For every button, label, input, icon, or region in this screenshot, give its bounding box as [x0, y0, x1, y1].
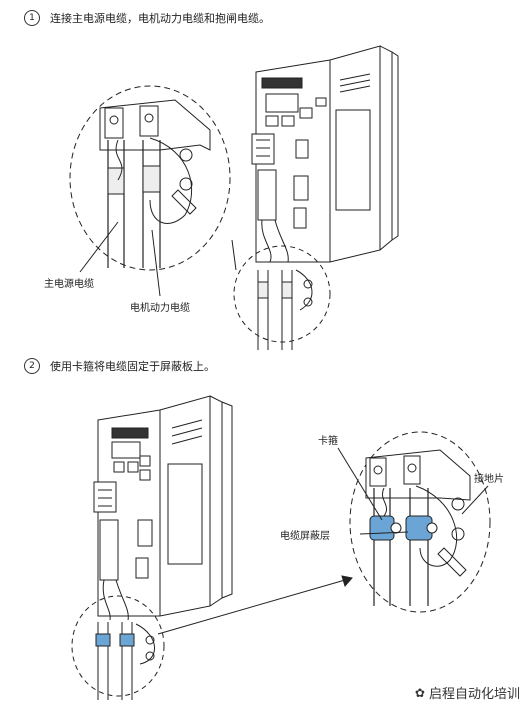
watermark-text: 启程自动化培训	[428, 687, 520, 702]
step-1-number: 1	[24, 10, 40, 26]
clamp-label: 卡箍	[318, 436, 338, 447]
step-2-text: 使用卡箍将电缆固定于屏蔽板上。	[50, 360, 215, 373]
motor-power-cable-label: 电机动力电缆	[130, 303, 190, 314]
step-2-heading: 2 使用卡箍将电缆固定于屏蔽板上。	[24, 358, 215, 374]
step-2-number: 2	[24, 358, 40, 374]
zoom-circle-2	[349, 431, 491, 613]
main-power-cable-label: 主电源电缆	[44, 279, 94, 290]
zoom-circle-1	[69, 85, 231, 271]
step-1-heading: 1 连接主电源电缆，电机动力电缆和抱闸电缆。	[24, 10, 270, 26]
wechat-icon: ✿	[414, 685, 425, 700]
servo-drive-1	[251, 45, 399, 263]
ground-plate-label: 接地片	[474, 474, 504, 485]
servo-drive-2	[93, 395, 233, 621]
cable-shield-label: 电缆屏蔽层	[280, 531, 330, 542]
step-1-text: 连接主电源电缆，电机动力电缆和抱闸电缆。	[50, 12, 270, 25]
watermark: ✿ 启程自动化培训	[414, 683, 520, 703]
